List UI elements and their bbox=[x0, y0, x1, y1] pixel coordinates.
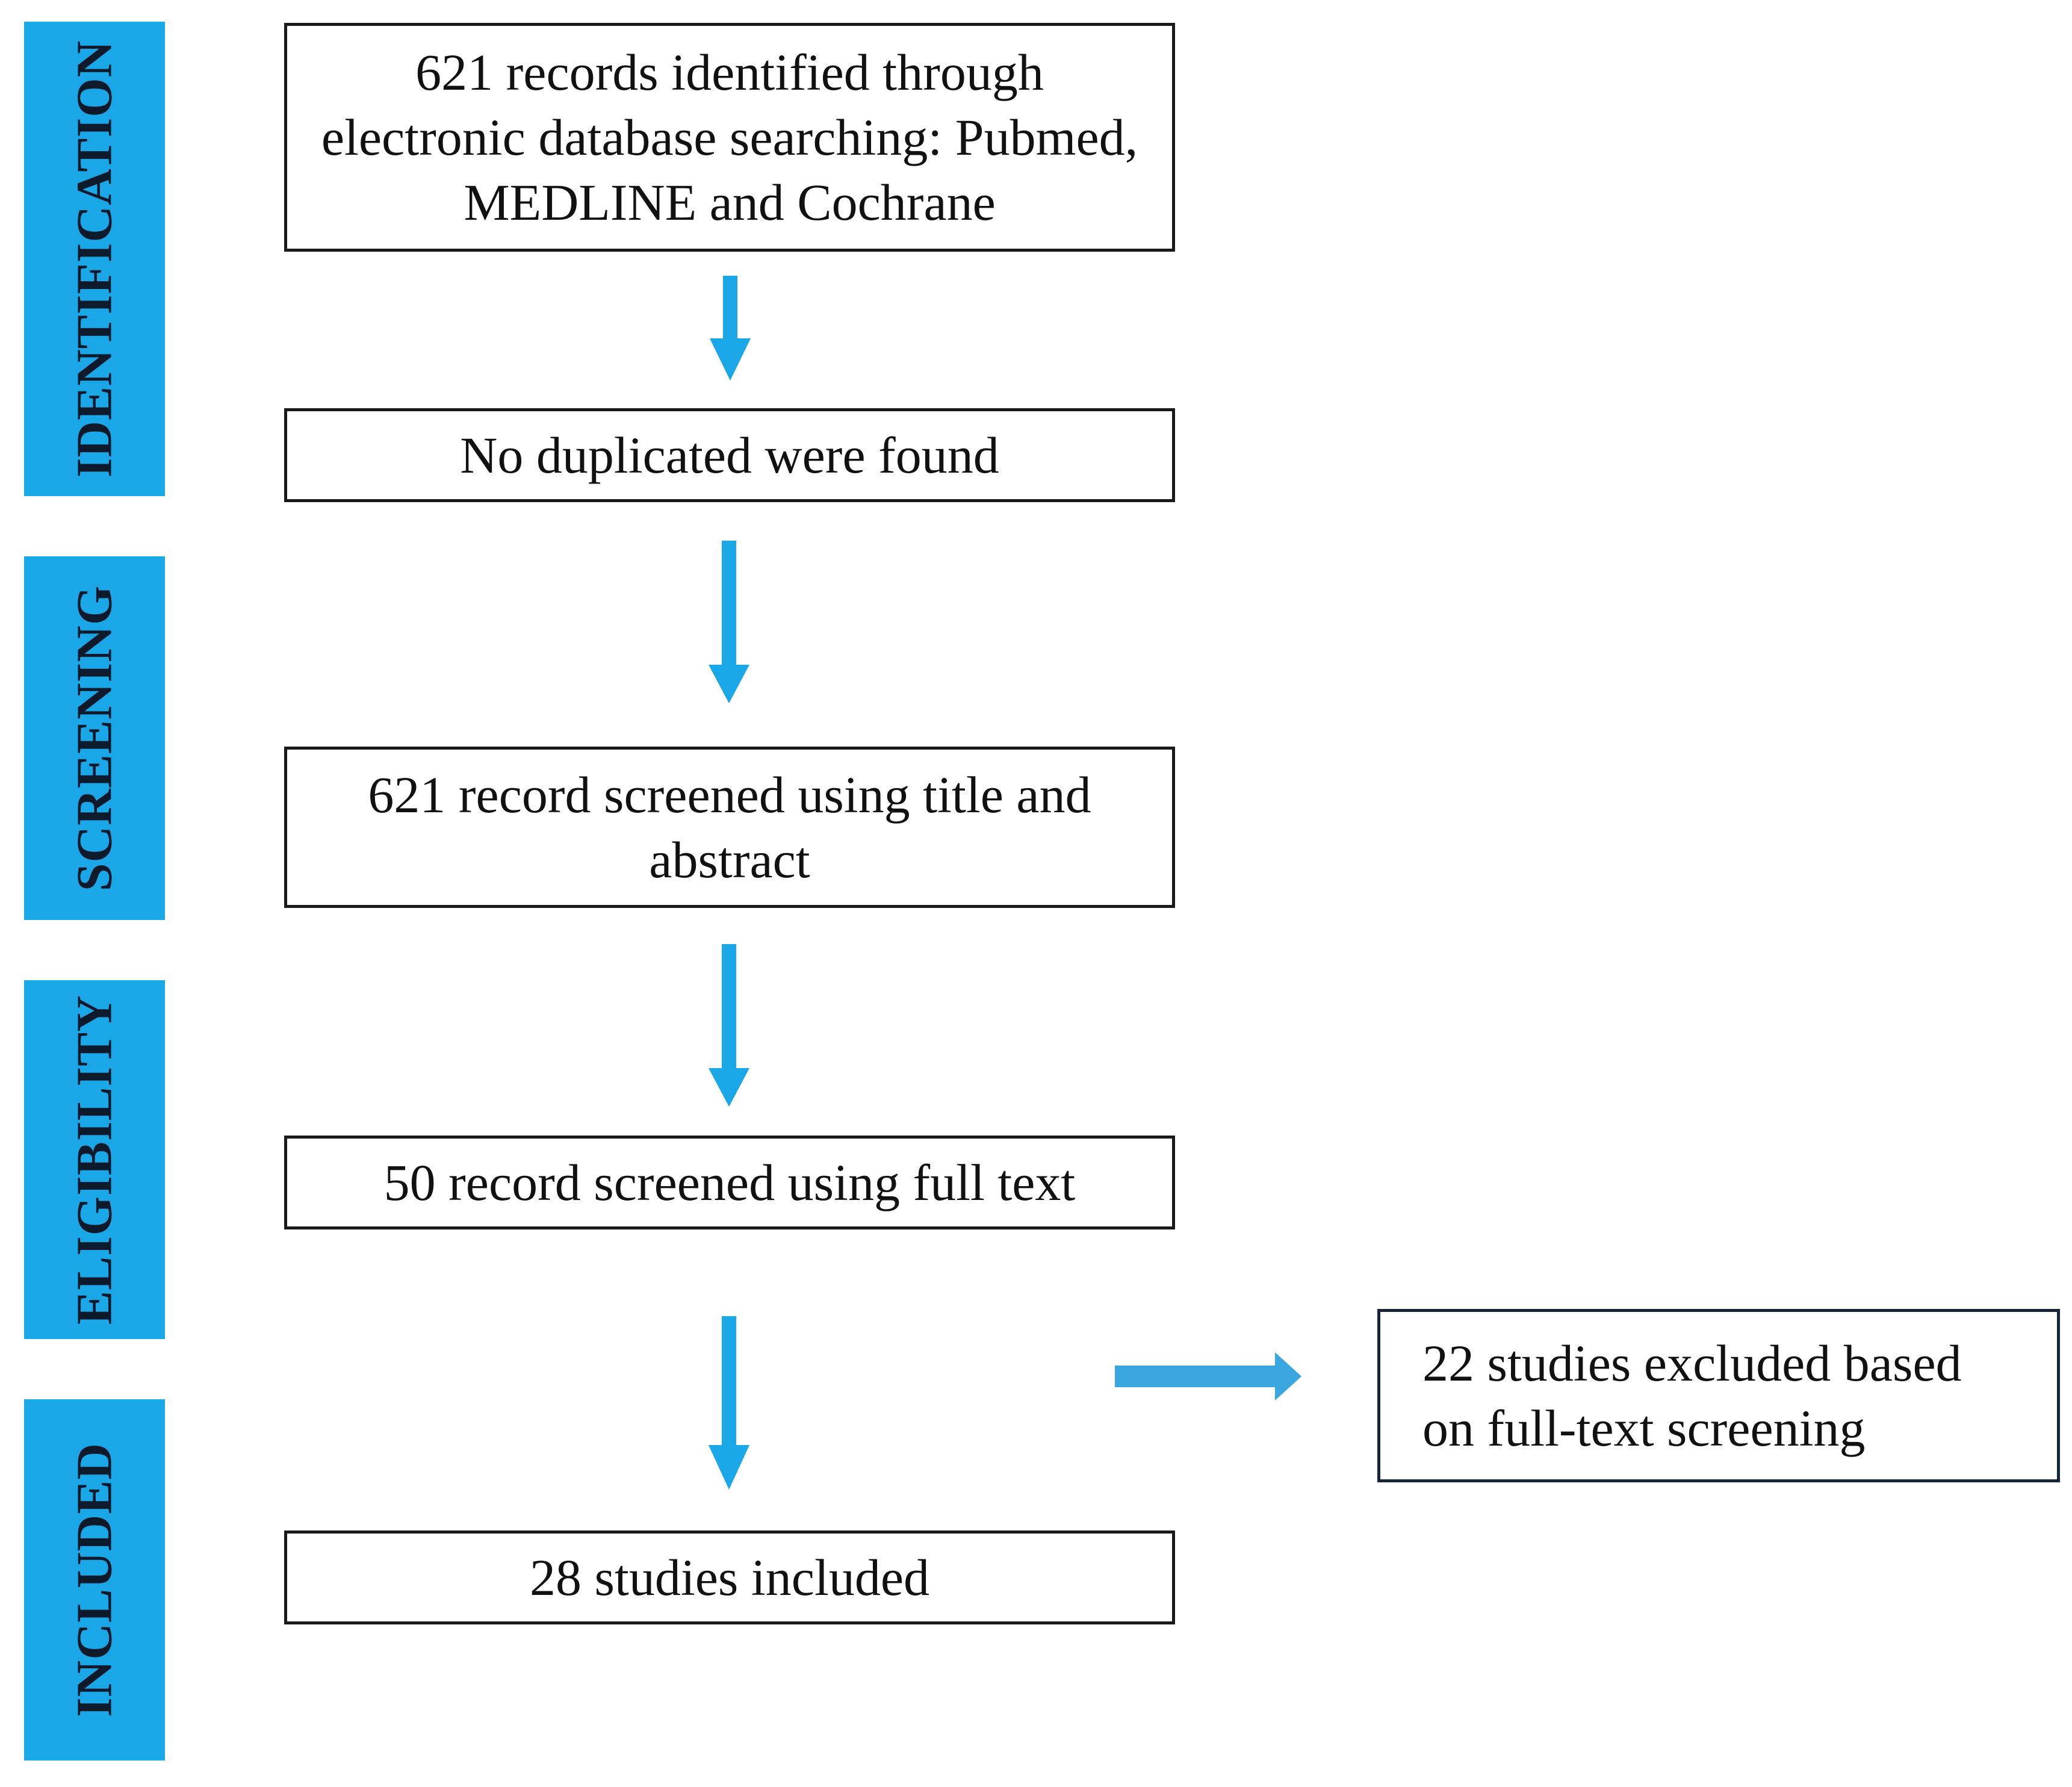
arrow-screening-to-eligibility bbox=[709, 944, 749, 1107]
stage-bar-identification: IDENTIFICATION bbox=[24, 22, 165, 496]
arrow-to-excluded bbox=[1115, 1352, 1301, 1400]
box-title-abstract-screening: 621 record screened using title and abst… bbox=[284, 747, 1175, 908]
box-full-text-screening: 50 record screened using full text bbox=[284, 1136, 1175, 1229]
box-duplicates: No duplicated were found bbox=[284, 408, 1175, 502]
box-full-text-screening-text: 50 record screened using full text bbox=[383, 1154, 1076, 1211]
stage-bar-eligibility: ELIGIBILITY bbox=[24, 980, 165, 1339]
box-studies-included: 28 studies included bbox=[284, 1531, 1175, 1624]
box-records-identified: 621 records identified through electroni… bbox=[284, 23, 1175, 252]
box-title-abstract-screening-text: 621 record screened using title and abst… bbox=[368, 766, 1091, 889]
stage-bar-screening: SCREENING bbox=[24, 556, 165, 920]
arrow-eligibility-to-included bbox=[709, 1316, 749, 1490]
box-studies-excluded-text: 22 studies excluded based on full-text s… bbox=[1422, 1334, 1962, 1457]
arrow-duplicates-to-screening bbox=[709, 541, 749, 703]
box-studies-excluded: 22 studies excluded based on full-text s… bbox=[1377, 1309, 2060, 1482]
stage-bar-included: INCLUDED bbox=[24, 1399, 165, 1761]
box-studies-included-text: 28 studies included bbox=[529, 1549, 930, 1606]
box-duplicates-text: No duplicated were found bbox=[460, 426, 999, 484]
box-records-identified-text: 621 records identified through electroni… bbox=[321, 43, 1138, 231]
arrow-identified-to-duplicates bbox=[710, 276, 751, 381]
